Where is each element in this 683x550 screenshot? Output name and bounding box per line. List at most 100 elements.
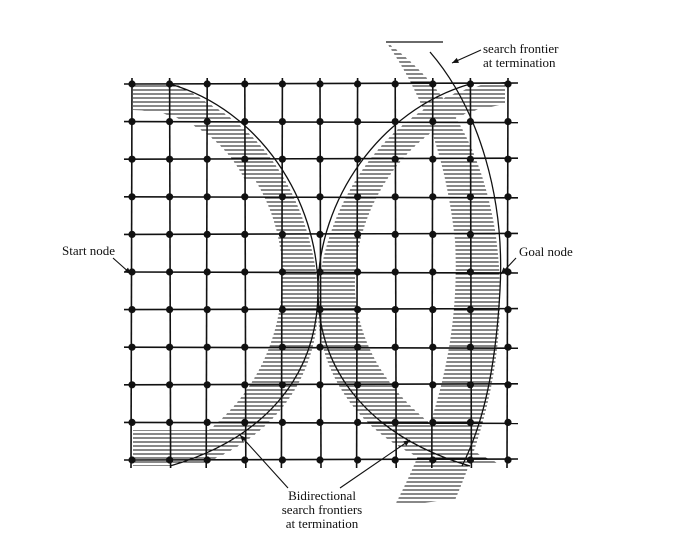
grid-node: [316, 456, 324, 464]
grid-node: [241, 306, 249, 314]
grid-node: [391, 456, 399, 464]
grid-node: [316, 155, 324, 163]
left-frontier-band: [150, 84, 319, 466]
grid-node: [466, 230, 474, 238]
goal-node-label: Goal node: [519, 244, 573, 259]
grid-node: [429, 418, 437, 426]
grid-node: [241, 230, 249, 238]
grid-node: [241, 268, 249, 276]
grid-node: [429, 306, 437, 314]
grid-node: [128, 118, 136, 126]
grid-node: [504, 456, 512, 464]
grid-node: [354, 418, 362, 426]
bidirectional-right-arrow-head: [403, 440, 410, 446]
grid-node: [354, 80, 362, 88]
grid-node: [166, 80, 174, 88]
grid-node: [203, 80, 211, 88]
grid-node: [166, 268, 174, 276]
grid-node: [429, 230, 437, 238]
grid-node: [128, 381, 136, 389]
grid-node: [166, 456, 174, 464]
grid-node: [316, 80, 324, 88]
grid-node: [354, 343, 362, 351]
grid-node: [504, 118, 512, 126]
grid-node: [504, 381, 512, 389]
grid-node: [166, 155, 174, 163]
grid-node: [241, 193, 249, 201]
grid-node: [128, 230, 136, 238]
grid-node: [241, 456, 249, 464]
grid-node: [128, 456, 136, 464]
grid-node: [241, 381, 249, 389]
grid-node: [316, 343, 324, 351]
grid-node: [504, 155, 512, 163]
frontier-boundaries: [169, 41, 502, 467]
grid-node: [241, 343, 249, 351]
grid-node: [128, 418, 136, 426]
grid-node: [166, 418, 174, 426]
grid-node: [391, 268, 399, 276]
grid-node: [504, 80, 512, 88]
grid-node: [504, 193, 512, 201]
grid-node: [203, 343, 211, 351]
start-node-label: Start node: [62, 243, 116, 258]
grid-node: [203, 118, 211, 126]
grid-node: [241, 155, 249, 163]
grid-node: [128, 155, 136, 163]
grid-node: [429, 155, 437, 163]
grid-node: [466, 80, 474, 88]
search-frontier-label-line-1: search frontier: [483, 41, 559, 56]
grid-node: [278, 306, 286, 314]
grid-node: [203, 193, 211, 201]
grid-node: [466, 418, 474, 426]
grid-node: [316, 193, 324, 201]
grid-node: [166, 118, 174, 126]
grid-node: [354, 456, 362, 464]
grid-node: [466, 381, 474, 389]
grid-node: [354, 306, 362, 314]
grid-node: [241, 418, 249, 426]
grid-node: [278, 418, 286, 426]
grid-node: [466, 193, 474, 201]
start-node-arrow-head: [124, 267, 131, 274]
grid-node: [241, 80, 249, 88]
grid-node: [316, 118, 324, 126]
grid-node: [203, 381, 211, 389]
grid-node: [466, 456, 474, 464]
grid-node: [128, 343, 136, 351]
grid-node: [203, 155, 211, 163]
grid-node: [128, 306, 136, 314]
grid-node: [316, 418, 324, 426]
grid-node: [278, 343, 286, 351]
grid-node: [429, 456, 437, 464]
grid-node: [166, 193, 174, 201]
grid-node: [166, 230, 174, 238]
grid-node: [316, 381, 324, 389]
grid-node: [354, 155, 362, 163]
grid-node: [278, 193, 286, 201]
bidirectional-right-arrow: [339, 439, 411, 489]
grid-node: [391, 230, 399, 238]
grid-node: [466, 306, 474, 314]
grid-node: [354, 381, 362, 389]
grid-node: [466, 343, 474, 351]
grid-node: [391, 343, 399, 351]
grid-node: [391, 306, 399, 314]
grid-node: [466, 155, 474, 163]
right-frontier-band: [317, 82, 505, 464]
grid-node: [278, 118, 286, 126]
grid-node: [504, 230, 512, 238]
grid-node: [278, 230, 286, 238]
grid-node: [354, 118, 362, 126]
goal-node-arrow-head: [501, 267, 508, 274]
grid-node: [278, 268, 286, 276]
search-frontier-arrow-head: [452, 57, 459, 63]
grid-node: [391, 418, 399, 426]
grid-node: [278, 80, 286, 88]
grid-node: [429, 80, 437, 88]
grid-node: [429, 118, 437, 126]
search-frontier-label-line-2: at termination: [483, 55, 556, 70]
bidirectional-left-arrow-head: [240, 435, 247, 442]
